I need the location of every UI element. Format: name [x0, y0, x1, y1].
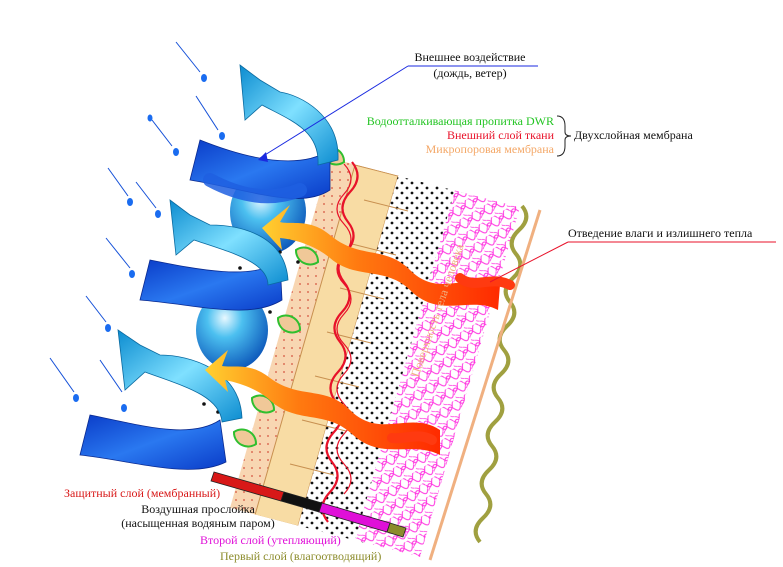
air-gap-label-2: (насыщенная водяным паром): [121, 516, 275, 530]
micro-membrane-label: Микропоровая мембрана: [425, 142, 554, 156]
body-surface-line: [428, 209, 542, 561]
outer-fabric-label: Внешний слой ткани: [446, 128, 554, 142]
leader-lines: [258, 65, 776, 283]
external-subtitle: (дождь, ветер): [433, 66, 507, 80]
two-layer-label: Двухслойная мембрана: [574, 128, 693, 142]
external-title: Внешнее воздействие: [414, 50, 526, 64]
second-layer-label: Второй слой (утепляющий): [200, 533, 341, 547]
first-layer-wave: [473, 204, 529, 544]
wavy-arrow-icon: [205, 205, 515, 455]
rain-drops: [49, 41, 219, 393]
legend-bar: [210, 471, 407, 538]
first-layer-label: Первый слой (влагоотводящий): [220, 549, 382, 563]
air-gap-label-1: Воздушная прослойка: [141, 502, 255, 516]
protective-layer-label: Защитный слой (мембранный): [64, 486, 221, 500]
moisture-heat-label: Отведение влаги и излишнего тепла: [568, 226, 753, 240]
dwr-label: Водоотталкивающая пропитка DWR: [366, 114, 554, 128]
curved-arrow-icon: [79, 64, 339, 470]
outer-fabric-wave: [321, 161, 359, 523]
